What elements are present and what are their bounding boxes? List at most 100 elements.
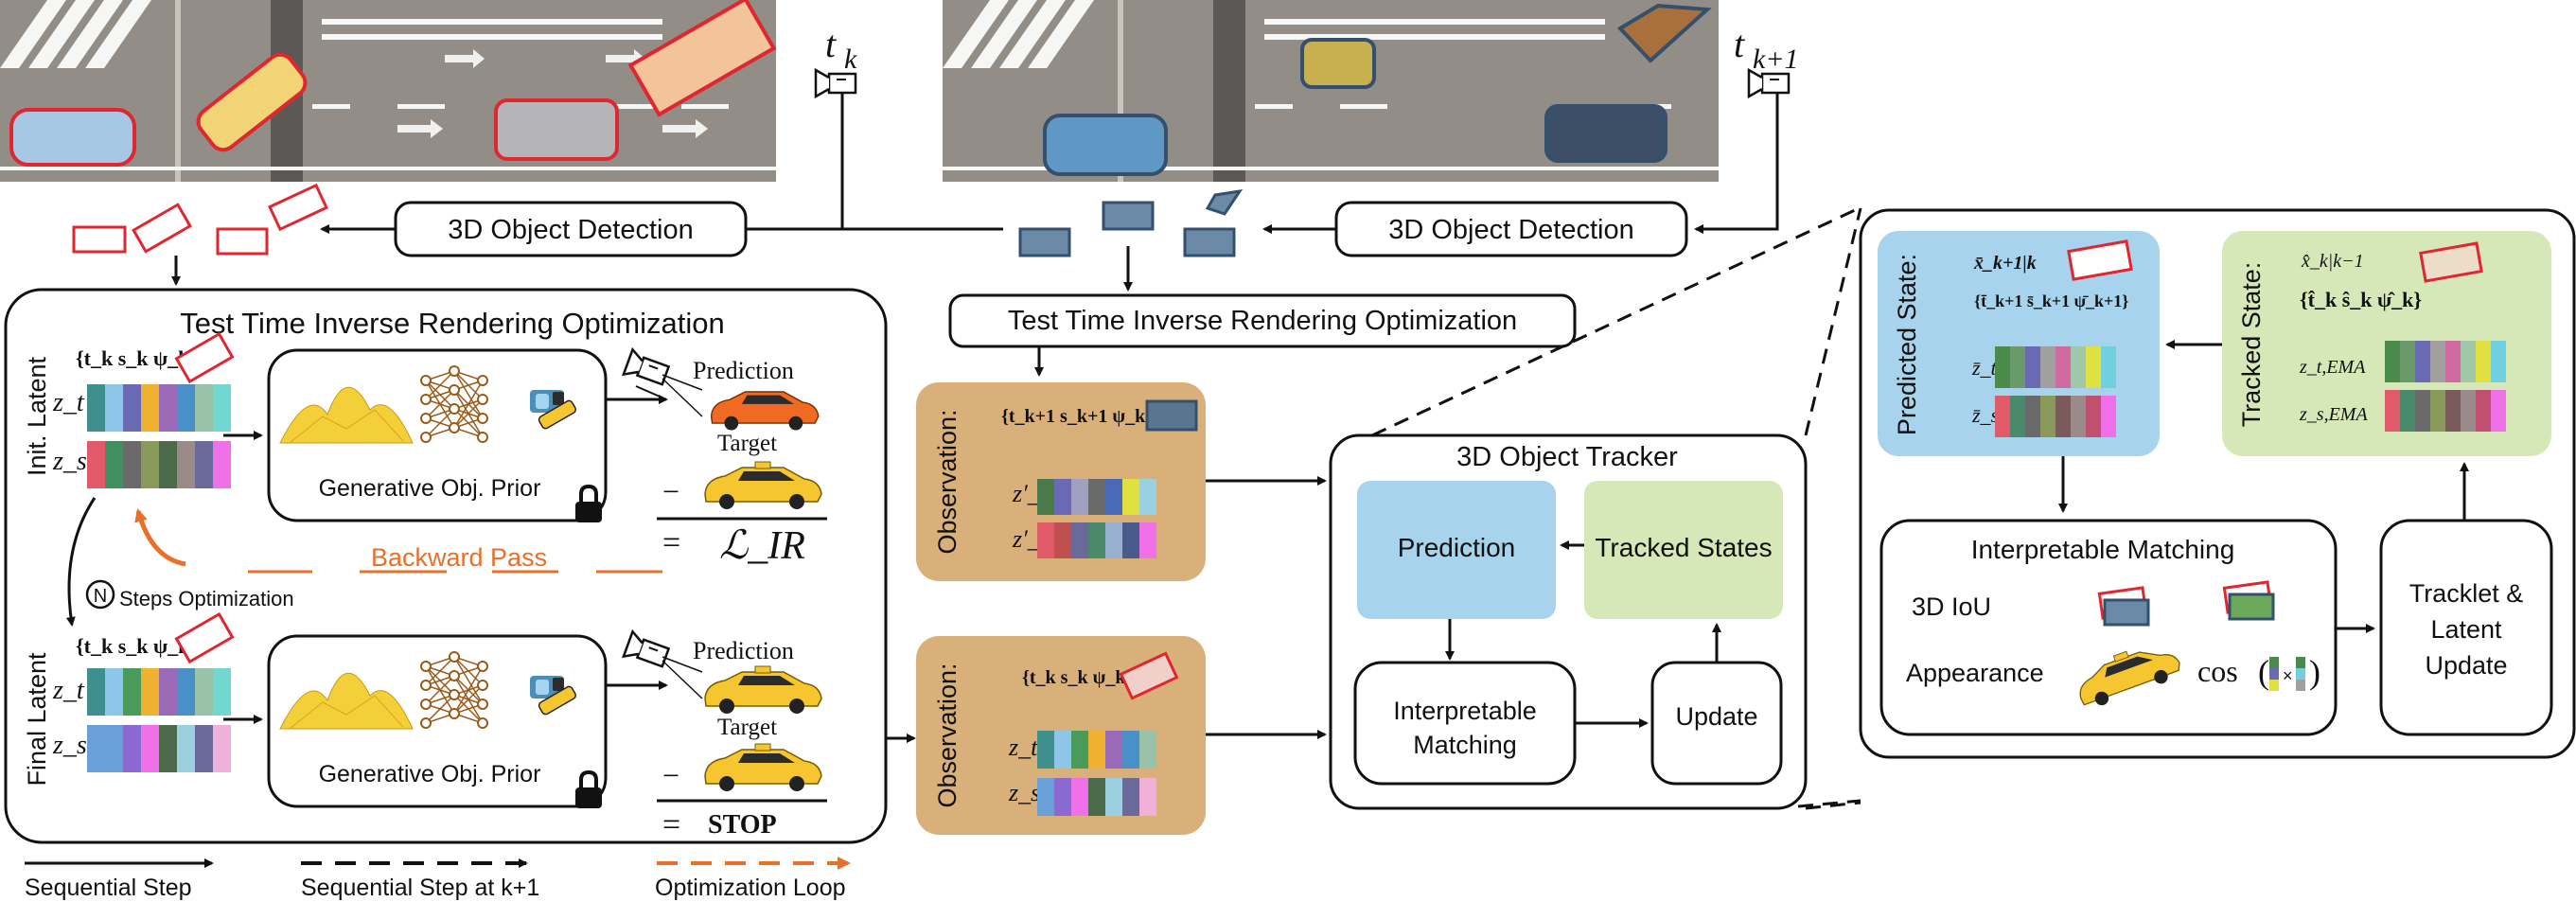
final-latent-label: Final Latent <box>23 652 51 787</box>
truck-2 <box>1616 3 1712 63</box>
legend-optimization: Optimization Loop <box>655 857 851 901</box>
tracker-prediction-box <box>1357 481 1556 619</box>
detections-blue <box>1018 188 1244 257</box>
svg-text:Generative Obj. Prior: Generative Obj. Prior <box>319 761 541 787</box>
svg-text:3D Object Detection: 3D Object Detection <box>448 215 694 245</box>
svg-text:3D Object Tracker: 3D Object Tracker <box>1456 442 1678 472</box>
cosine-icon: × <box>2269 657 2305 691</box>
tracker-tracked-box <box>1584 481 1783 619</box>
svg-text:z̄_s: z̄_s <box>1971 403 1999 427</box>
svg-text:−: − <box>662 474 679 508</box>
backward-pass-label: Backward Pass <box>371 543 547 572</box>
svg-text:x̂_k|k−1: x̂_k|k−1 <box>2301 251 2364 272</box>
car-blue-1 <box>9 108 136 167</box>
svg-text:Steps Optimization: Steps Optimization <box>119 587 294 610</box>
svg-text:Predicted State:: Predicted State: <box>1893 254 1921 435</box>
svg-text:Prediction: Prediction <box>693 357 794 384</box>
car-taxi-1 <box>196 52 308 152</box>
svg-text:z_t: z_t <box>1008 734 1038 761</box>
svg-text:Prediction: Prediction <box>693 637 794 664</box>
svg-text:×: × <box>2283 666 2293 685</box>
svg-text:Target: Target <box>717 431 777 456</box>
init-latent-zs <box>87 441 231 488</box>
legend-sequential-k1: Sequential Step at k+1 <box>301 858 539 901</box>
final-latent-zt <box>87 668 231 716</box>
svg-text:Update: Update <box>1675 702 1757 731</box>
n-steps-icon <box>85 579 115 610</box>
svg-text:Latent: Latent <box>2430 615 2502 644</box>
svg-text:Appearance: Appearance <box>1906 659 2044 687</box>
svg-text:z_t: z_t <box>52 388 85 417</box>
svg-text:Tracked States: Tracked States <box>1595 533 1772 562</box>
svg-text:z_s,EMA: z_s,EMA <box>2299 404 2368 425</box>
svg-text:{t_k s_k ψ_k}: {t_k s_k ψ_k} <box>1022 667 1133 688</box>
svg-text:=: = <box>662 807 680 842</box>
svg-text:3D IoU: 3D IoU <box>1912 592 1991 621</box>
svg-text:k: k <box>844 44 857 75</box>
svg-text:(: ( <box>2258 653 2269 691</box>
svg-text:k+1: k+1 <box>1753 44 1799 75</box>
svg-text:−: − <box>662 758 679 792</box>
svg-text:z_t,EMA: z_t,EMA <box>2299 357 2366 378</box>
legend: Sequential Step Sequential Step at k+1 O… <box>25 857 851 901</box>
svg-text:Matching: Matching <box>1413 731 1517 759</box>
detection-box-right: 3D Object Detection <box>1334 201 1688 257</box>
svg-text:=: = <box>662 525 680 560</box>
svg-text:Interpretable Matching: Interpretable Matching <box>1971 535 2235 564</box>
svg-text:Prediction: Prediction <box>1398 533 1516 562</box>
car-taxi-2 <box>1300 38 1376 89</box>
svg-text:): ) <box>2309 653 2320 691</box>
frame-label-tk1: t k+1 <box>1734 23 1799 98</box>
svg-text:z_s: z_s <box>52 447 87 476</box>
object-tracker: 3D Object Tracker Prediction Tracked Sta… <box>1329 433 1808 810</box>
backward-pass-arrow <box>134 508 186 567</box>
svg-text:z_s: z_s <box>52 731 87 760</box>
init-latent-zt <box>87 384 231 432</box>
svg-text:3D Object Detection: 3D Object Detection <box>1388 215 1634 245</box>
car-dark-2 <box>1544 104 1667 163</box>
camera-icon-tk <box>814 68 857 98</box>
svg-text:{t̄_k+1 s̄_k+1 ψ̄_k+1}: {t̄_k+1 s̄_k+1 ψ̄_k+1} <box>1974 292 2128 310</box>
cam-to-det-arrow-right <box>1694 93 1779 234</box>
svg-text:Tracklet &: Tracklet & <box>2409 579 2524 608</box>
inverse-rendering-box-right: Test Time Inverse Rendering Optimization <box>948 293 1577 348</box>
svg-text:z_t: z_t <box>52 676 85 705</box>
svg-text:Optimization Loop: Optimization Loop <box>655 875 846 901</box>
truck-1 <box>627 0 777 117</box>
svg-text:z_s: z_s <box>1008 779 1040 806</box>
iou-icon-1 <box>2097 586 2150 627</box>
road-image-tk <box>0 0 777 182</box>
legend-sequential: Sequential Step <box>25 858 214 901</box>
frame-label-tk: t k <box>814 23 857 98</box>
tracklet-update-box <box>2379 519 2553 736</box>
svg-text:t: t <box>825 23 837 65</box>
car-blue-2 <box>1043 114 1168 176</box>
panel-title: Test Time Inverse Rendering Optimization <box>180 307 724 340</box>
iou-icon-2 <box>2222 580 2275 621</box>
svg-text:Observation:: Observation: <box>933 663 962 807</box>
svg-text:Sequential Step at k+1: Sequential Step at k+1 <box>301 875 539 901</box>
road-image-tk1 <box>943 0 1719 182</box>
observation-bottom: Observation: {t_k s_k ψ_k} z_t z_s <box>916 636 1206 835</box>
svg-text:t: t <box>1734 23 1745 65</box>
loss-label: ℒ_IR <box>719 524 805 568</box>
svg-text:Observation:: Observation: <box>933 409 962 554</box>
svg-text:Test Time Inverse Rendering Op: Test Time Inverse Rendering Optimization <box>1008 306 1517 336</box>
svg-text:Target: Target <box>717 715 777 740</box>
camera-icon-tk1 <box>1747 68 1791 98</box>
svg-text:Update: Update <box>2425 651 2507 680</box>
detection-box-left: 3D Object Detection <box>394 201 748 257</box>
inverse-rendering-panel: Test Time Inverse Rendering Optimization… <box>4 288 888 844</box>
svg-text:N: N <box>94 586 107 607</box>
car-gray-1 <box>494 98 619 161</box>
tracker-detail-panel: Predicted State: x̄_k+1|k {t̄_k+1 s̄_k+1… <box>1859 208 2576 759</box>
svg-text:Tracked State:: Tracked State: <box>2237 262 2266 428</box>
svg-text:x̄_k+1|k: x̄_k+1|k <box>1973 253 2037 274</box>
svg-text:{t_k+1 s_k+1 ψ_k+1}: {t_k+1 s_k+1 ψ_k+1} <box>1001 406 1173 427</box>
svg-text:Generative Obj. Prior: Generative Obj. Prior <box>319 475 541 502</box>
svg-text:Sequential Step: Sequential Step <box>25 875 192 901</box>
svg-text:z̄_t: z̄_t <box>1971 356 1998 380</box>
svg-text:{t̂_k ŝ_k ψ̂_k}: {t̂_k ŝ_k ψ̂_k} <box>2300 288 2422 311</box>
stop-label: STOP <box>708 810 777 840</box>
final-latent-zs <box>87 725 231 772</box>
